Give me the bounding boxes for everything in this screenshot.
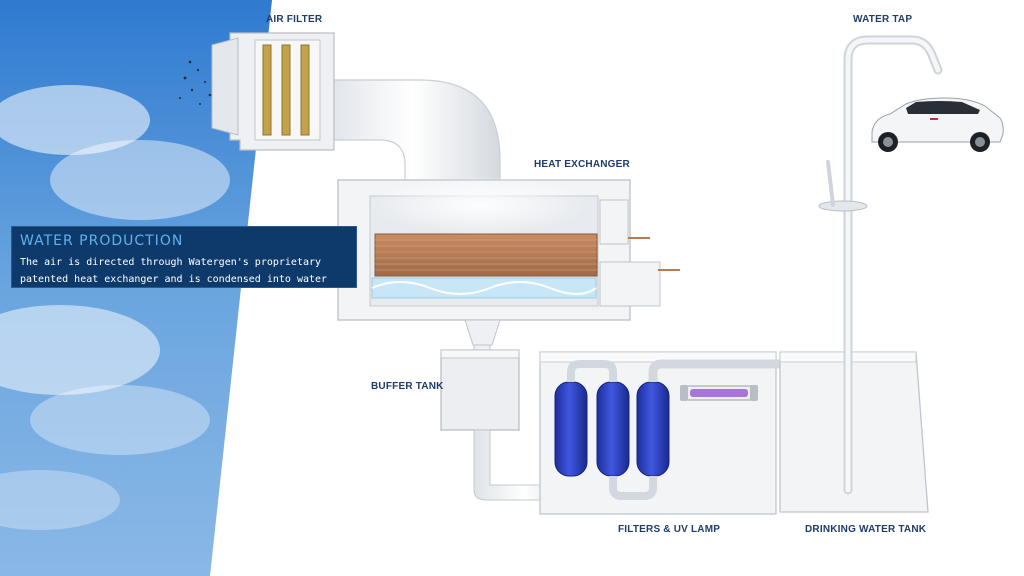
heat-exchanger-label: HEAT EXCHANGER <box>534 159 630 170</box>
drinking-water-tank <box>779 351 929 513</box>
info-panel-title: WATER PRODUCTION <box>20 233 184 249</box>
air-filter-label: AIR FILTER <box>266 14 323 25</box>
water-tap-icon <box>818 35 943 495</box>
air-duct <box>324 79 501 191</box>
filters-uv-lamp-label: FILTERS & UV LAMP <box>618 524 721 535</box>
air-filter-unit <box>211 32 335 151</box>
water-tap-label: WATER TAP <box>853 14 913 25</box>
info-panel-body: The air is directed through Watergen's p… <box>20 257 328 285</box>
uv-lamp <box>680 385 758 401</box>
white-suv-icon <box>871 97 1004 152</box>
sky-background <box>0 0 272 576</box>
buffer-tank-label: BUFFER TANK <box>371 381 444 392</box>
drain-funnel <box>464 319 501 354</box>
heat-exchanger-unit <box>337 175 680 321</box>
drinking-water-tank-label: DRINKING WATER TANK <box>805 524 927 535</box>
info-panel: WATER PRODUCTION The air is directed thr… <box>11 226 357 288</box>
buffer-tank <box>440 349 520 431</box>
